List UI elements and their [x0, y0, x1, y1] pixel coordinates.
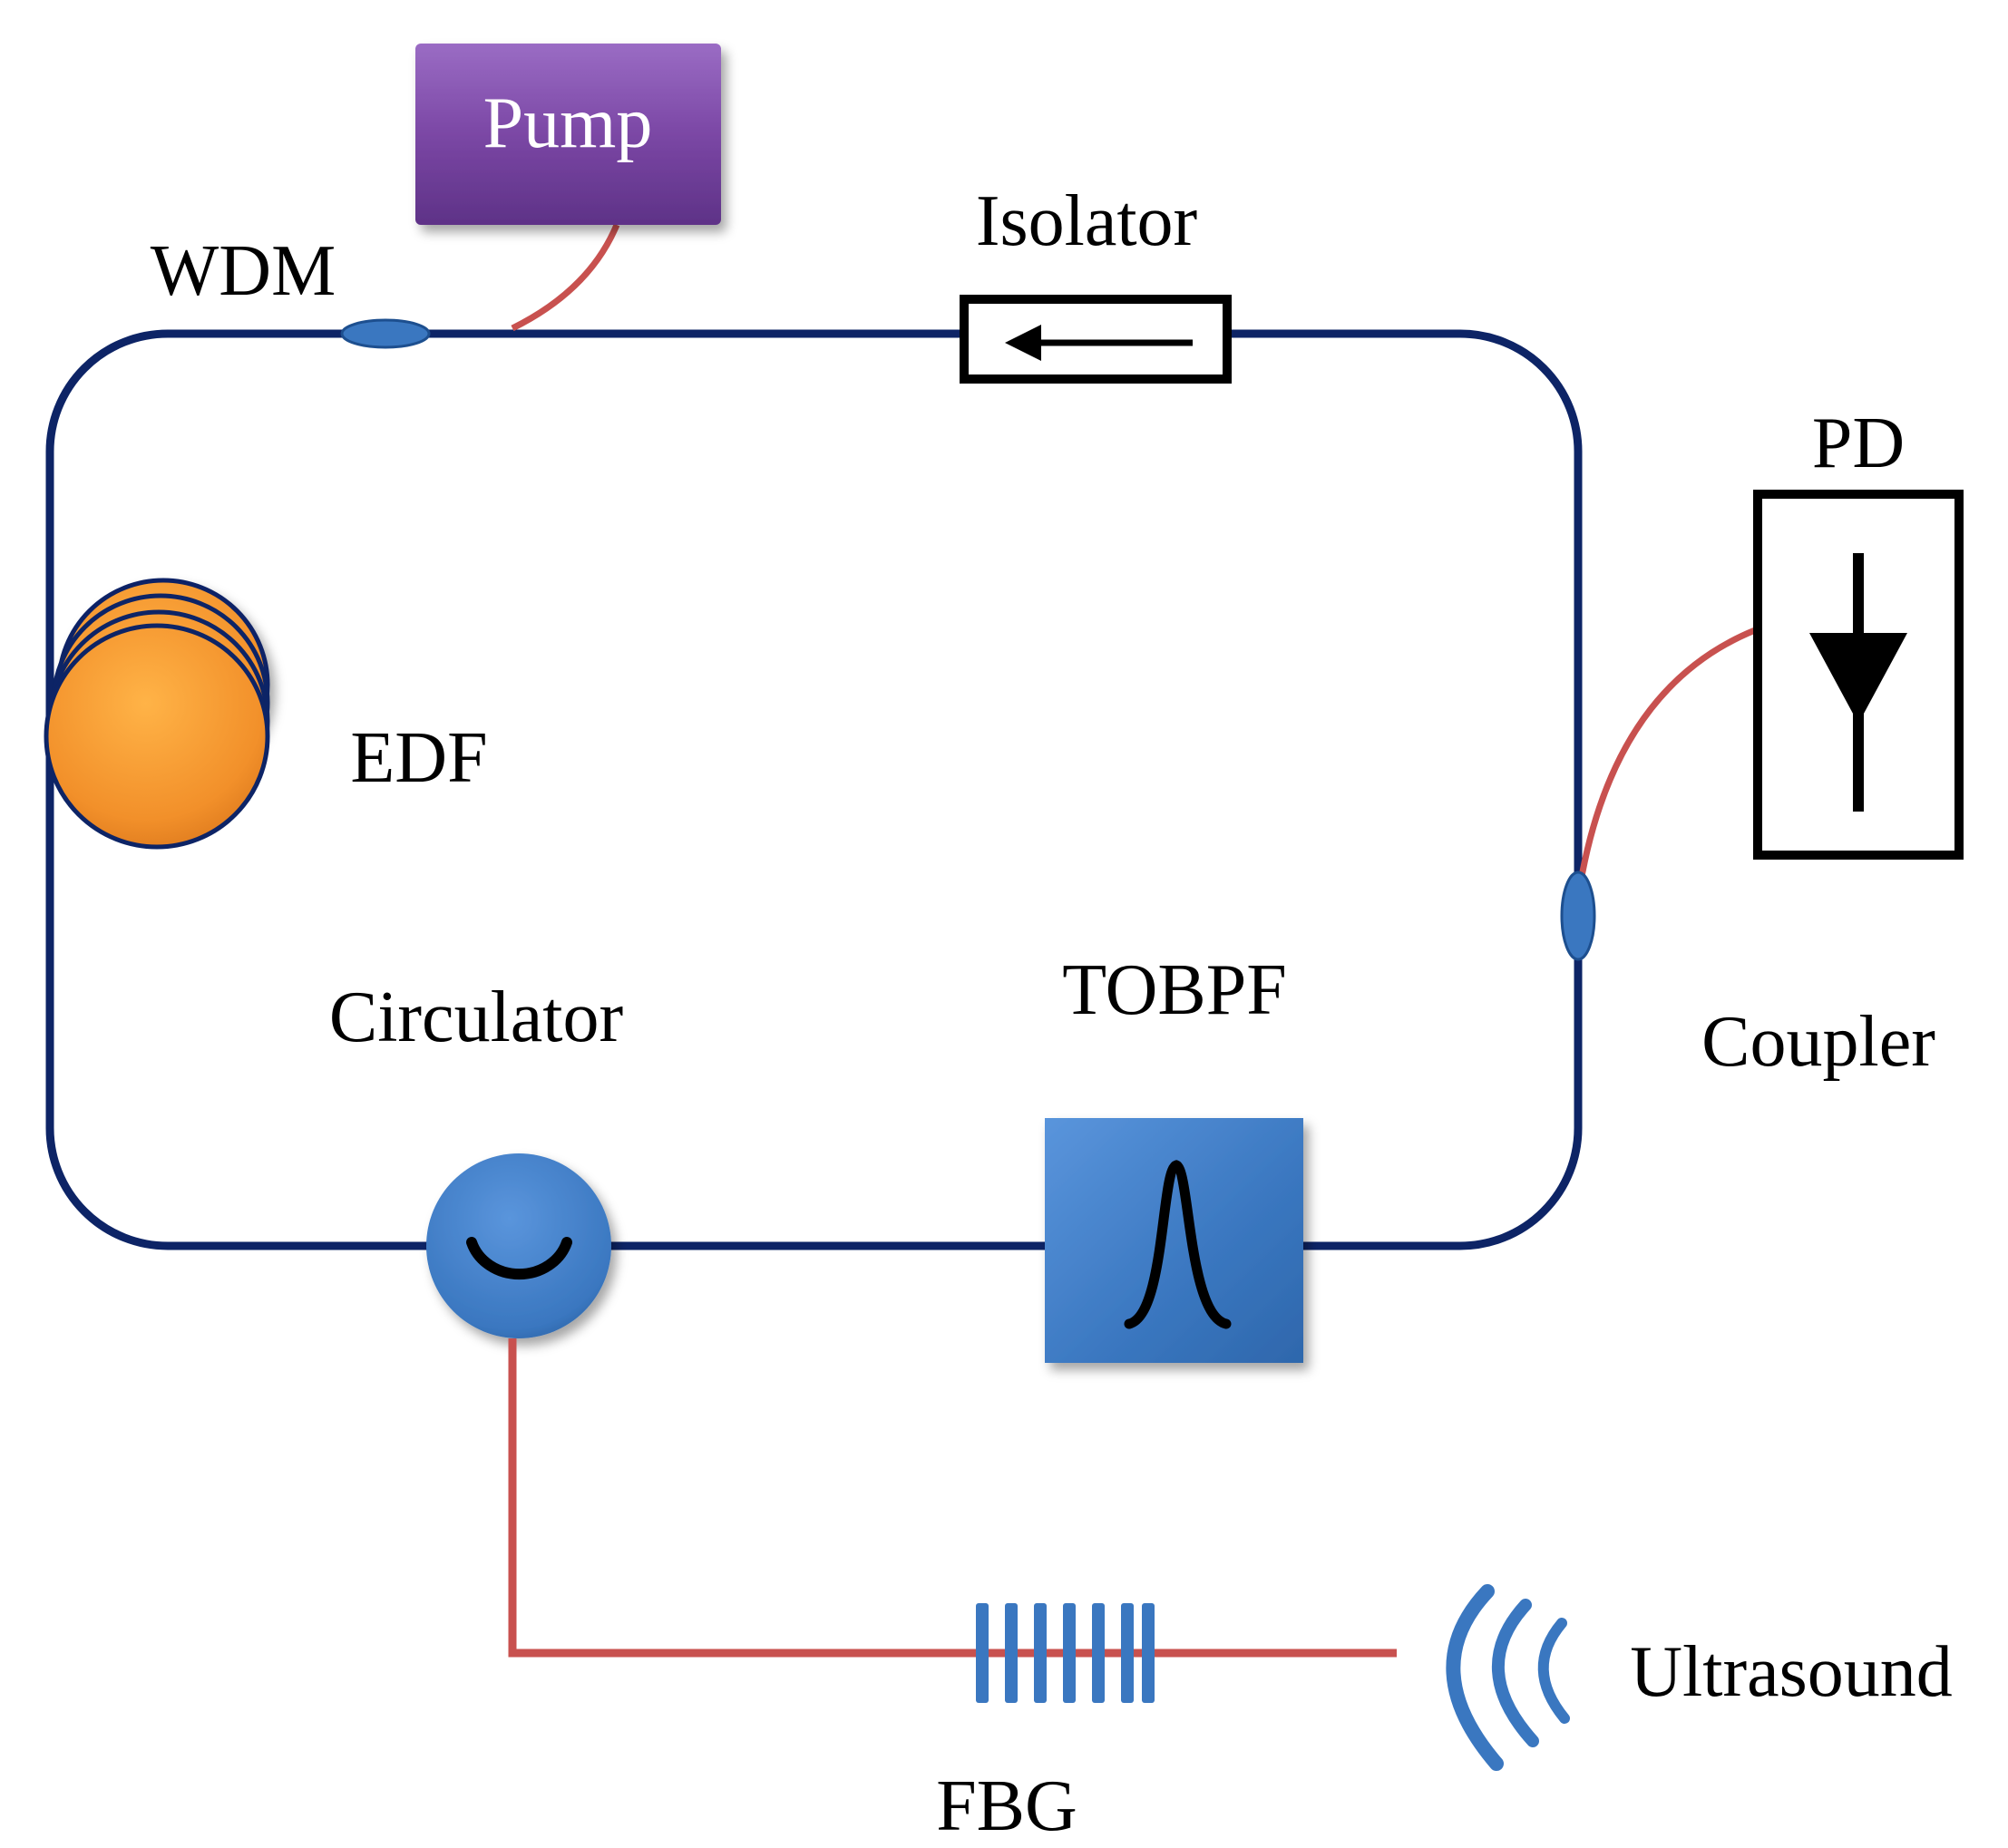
- ring-fiber-loop: [45, 329, 1583, 1250]
- edf-coil: [44, 578, 270, 850]
- edf-label: EDF: [350, 718, 487, 798]
- circulator-label: Circulator: [329, 977, 623, 1057]
- coupler-label: Coupler: [1701, 1002, 1935, 1082]
- pd-label: PD: [1812, 404, 1905, 483]
- wdm-coupler: [340, 318, 431, 349]
- bandpass-peak-icon: [1124, 1160, 1232, 1329]
- sound-waves-icon: [1446, 1584, 1570, 1771]
- circulator: [426, 1153, 611, 1338]
- arc-icon: [466, 1237, 572, 1280]
- pump-label: Pump: [483, 83, 653, 163]
- pump-box: Pump: [415, 44, 721, 225]
- isolator: [960, 295, 1232, 384]
- coupler-to-pd-fiber: [1574, 627, 1757, 899]
- left-arrow-icon: [1005, 325, 1193, 361]
- fbg-branch-fiber: [508, 1338, 1397, 1658]
- pump-fiber: [511, 223, 620, 332]
- output-coupler: [1560, 871, 1596, 961]
- tobpf-label: TOBPF: [1062, 950, 1287, 1030]
- fbg-label: FBG: [936, 1766, 1077, 1843]
- wdm-label: WDM: [151, 231, 336, 311]
- isolator-label: Isolator: [976, 181, 1197, 261]
- tobpf-filter: [1045, 1118, 1303, 1363]
- photodiode-icon: [1809, 553, 1907, 812]
- fbg-grating: [976, 1603, 1155, 1703]
- ultrasound-label: Ultrasound: [1630, 1632, 1953, 1712]
- photodetector: [1753, 490, 1964, 860]
